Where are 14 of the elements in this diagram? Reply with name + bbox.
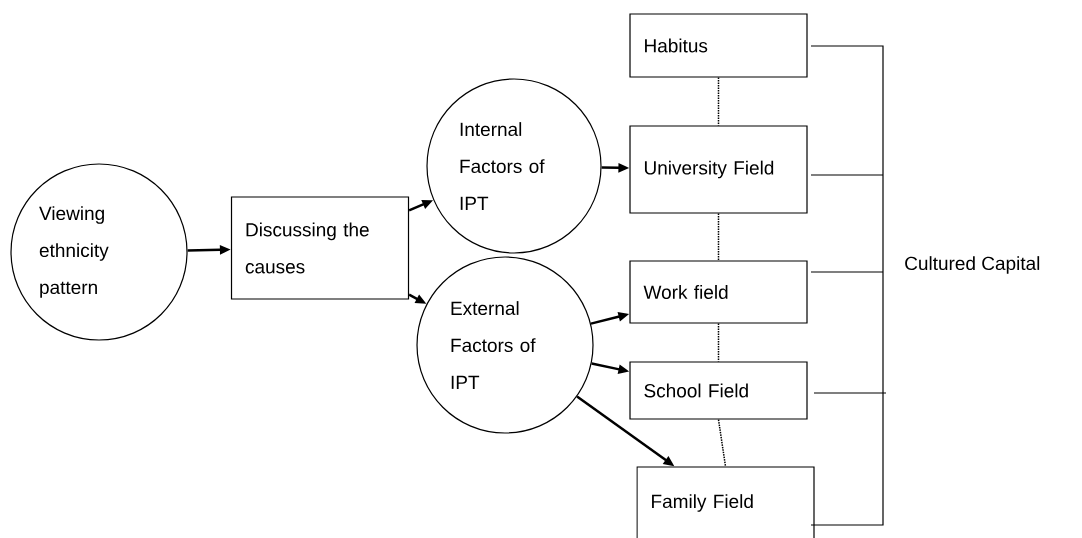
box-node: Work field <box>629 260 808 324</box>
bracket-label: Cultured Capital <box>905 256 1040 274</box>
circle-node: Internal Factors of IPT <box>426 78 602 254</box>
circle-node: External Factors of IPT <box>416 256 594 434</box>
box-node: Habitus <box>629 13 808 78</box>
connector-line <box>717 212 720 262</box>
box-node: School Field <box>629 361 808 420</box>
connector-line <box>717 418 727 468</box>
connector-line <box>717 322 720 363</box>
connector-line <box>717 76 720 127</box>
box-node: Family Field <box>636 466 815 538</box>
box-node: University Field <box>629 125 808 214</box>
circle-node: Viewing ethnicity pattern <box>10 163 188 341</box>
box-node: Discussing the causes <box>230 196 410 300</box>
